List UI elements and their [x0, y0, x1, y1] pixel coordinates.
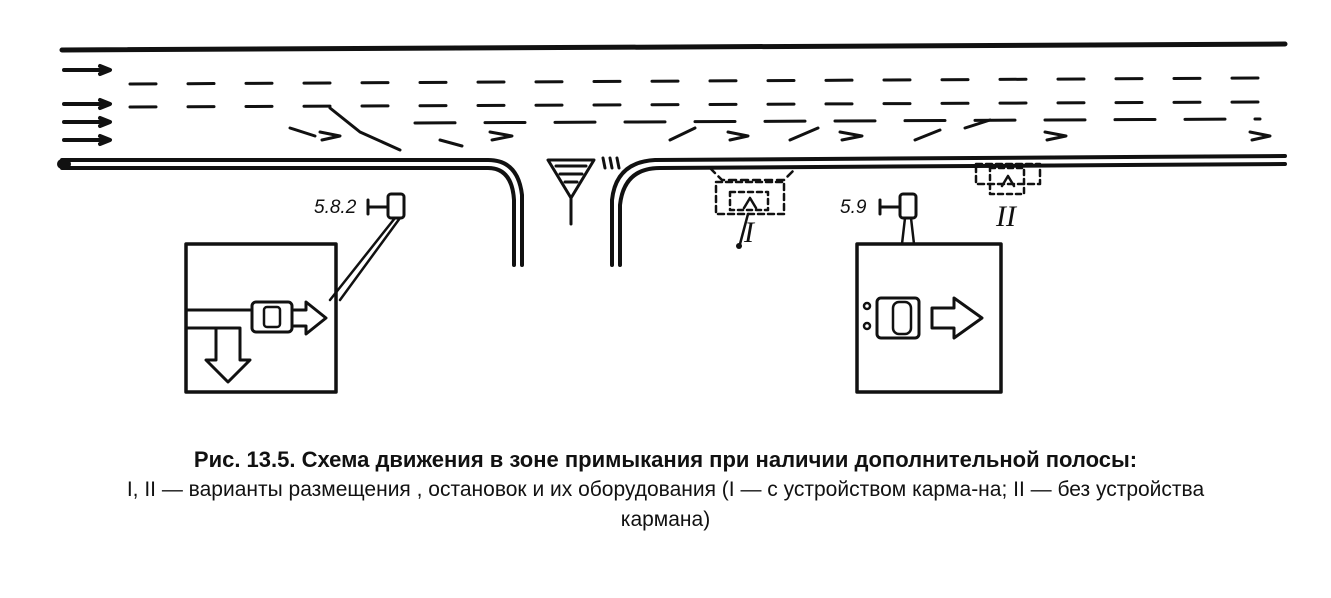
traffic-island [546, 156, 621, 226]
variant-2-label: II [995, 200, 1018, 233]
caption-body: I, II — варианты размещения , остановок … [126, 478, 1205, 531]
road-top-edge [59, 41, 1288, 53]
incoming-arrows [62, 64, 112, 146]
sign-5-9: 5.9 [840, 192, 1003, 394]
sign-5-8-2: 5.8.2 [184, 192, 406, 394]
sign-5-9-label: 5.9 [840, 197, 867, 218]
stop-variant-2: II [974, 162, 1042, 233]
lane-markings [128, 76, 1267, 125]
sign-5-8-2-label: 5.8.2 [314, 197, 357, 218]
variant-1-label: I [743, 216, 756, 249]
extra-lane-arrows [288, 106, 1272, 152]
figure-caption: Рис. 13.5. Схема движения в зоне примыка… [0, 444, 1331, 535]
stop-variant-1: I [708, 166, 798, 249]
caption-title: Рис. 13.5. Схема движения в зоне примыка… [193, 447, 1138, 472]
road-right-edge [57, 154, 1287, 267]
road-junction-diagram: 5.8.2 I 5.9 II [57, 41, 1288, 394]
